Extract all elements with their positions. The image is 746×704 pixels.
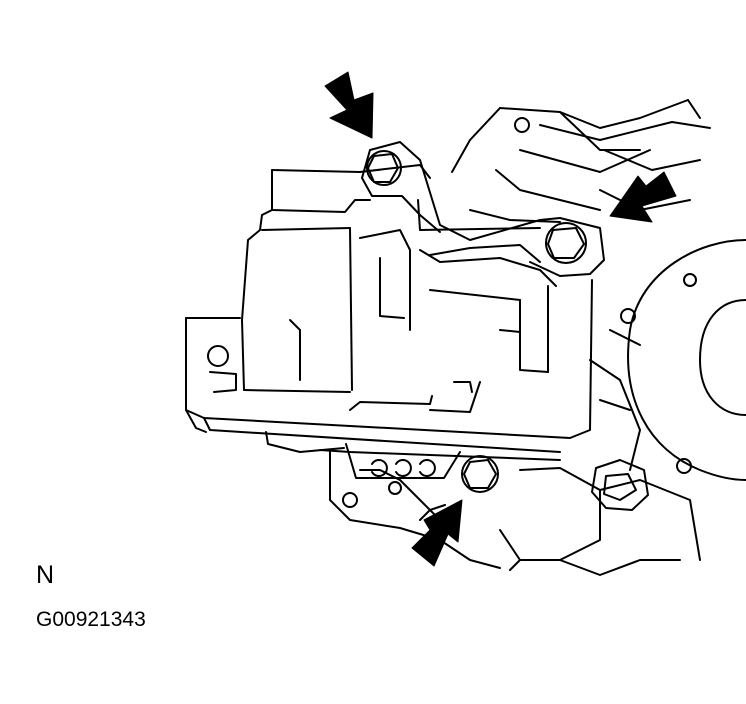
arrow-right-bolt (609, 171, 677, 223)
arrow-top-bolt (324, 71, 374, 139)
actuator-body (185, 164, 593, 461)
arrow-bottom-bolt (411, 499, 463, 567)
transmission-case (329, 99, 746, 576)
bolt-bottom (461, 455, 499, 493)
view-label: N (36, 561, 55, 589)
electrical-connector (345, 443, 461, 479)
figure-code: G00921343 (36, 608, 146, 631)
bolt-right (545, 222, 587, 264)
mounting-bracket (361, 141, 605, 277)
bolt-top (366, 150, 402, 186)
